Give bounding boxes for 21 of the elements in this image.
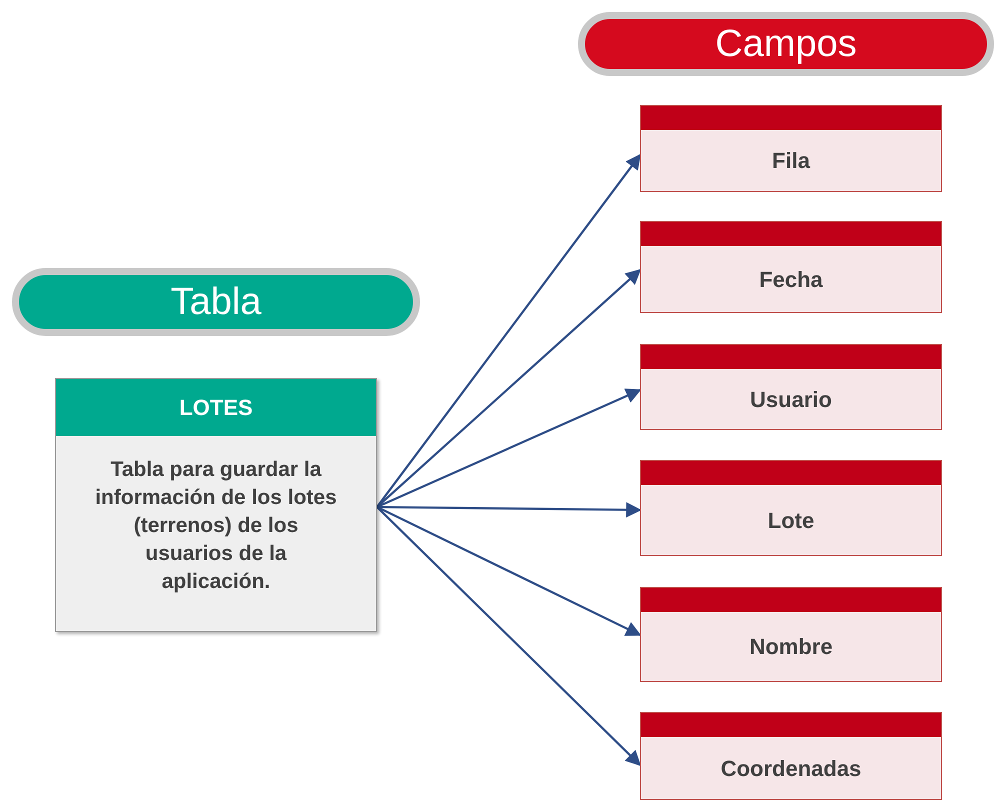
field-name: Fecha [759,266,823,294]
arrow [376,506,642,766]
field-name: Coordenadas [720,754,862,782]
table-description: Tabla para guardar la información de los lotes (terrenos) de los usuarios de la aplicación. [95,458,337,593]
field-box [640,712,942,800]
arrow [376,506,642,636]
table-name: LOTES [179,394,253,422]
arrow [376,388,642,508]
field-box [640,587,942,682]
pill-label: Campos [715,25,857,63]
field-name: Nombre [749,633,833,661]
field-box [640,105,942,192]
field-box [640,344,942,430]
table-card [55,378,377,632]
field-box [640,221,942,313]
arrow [376,502,642,518]
pill-label: Tabla [170,283,262,321]
field-box [640,460,942,556]
field-name: Lote [768,506,814,534]
field-name: Usuario [750,386,832,414]
field-name: Fila [772,147,810,175]
